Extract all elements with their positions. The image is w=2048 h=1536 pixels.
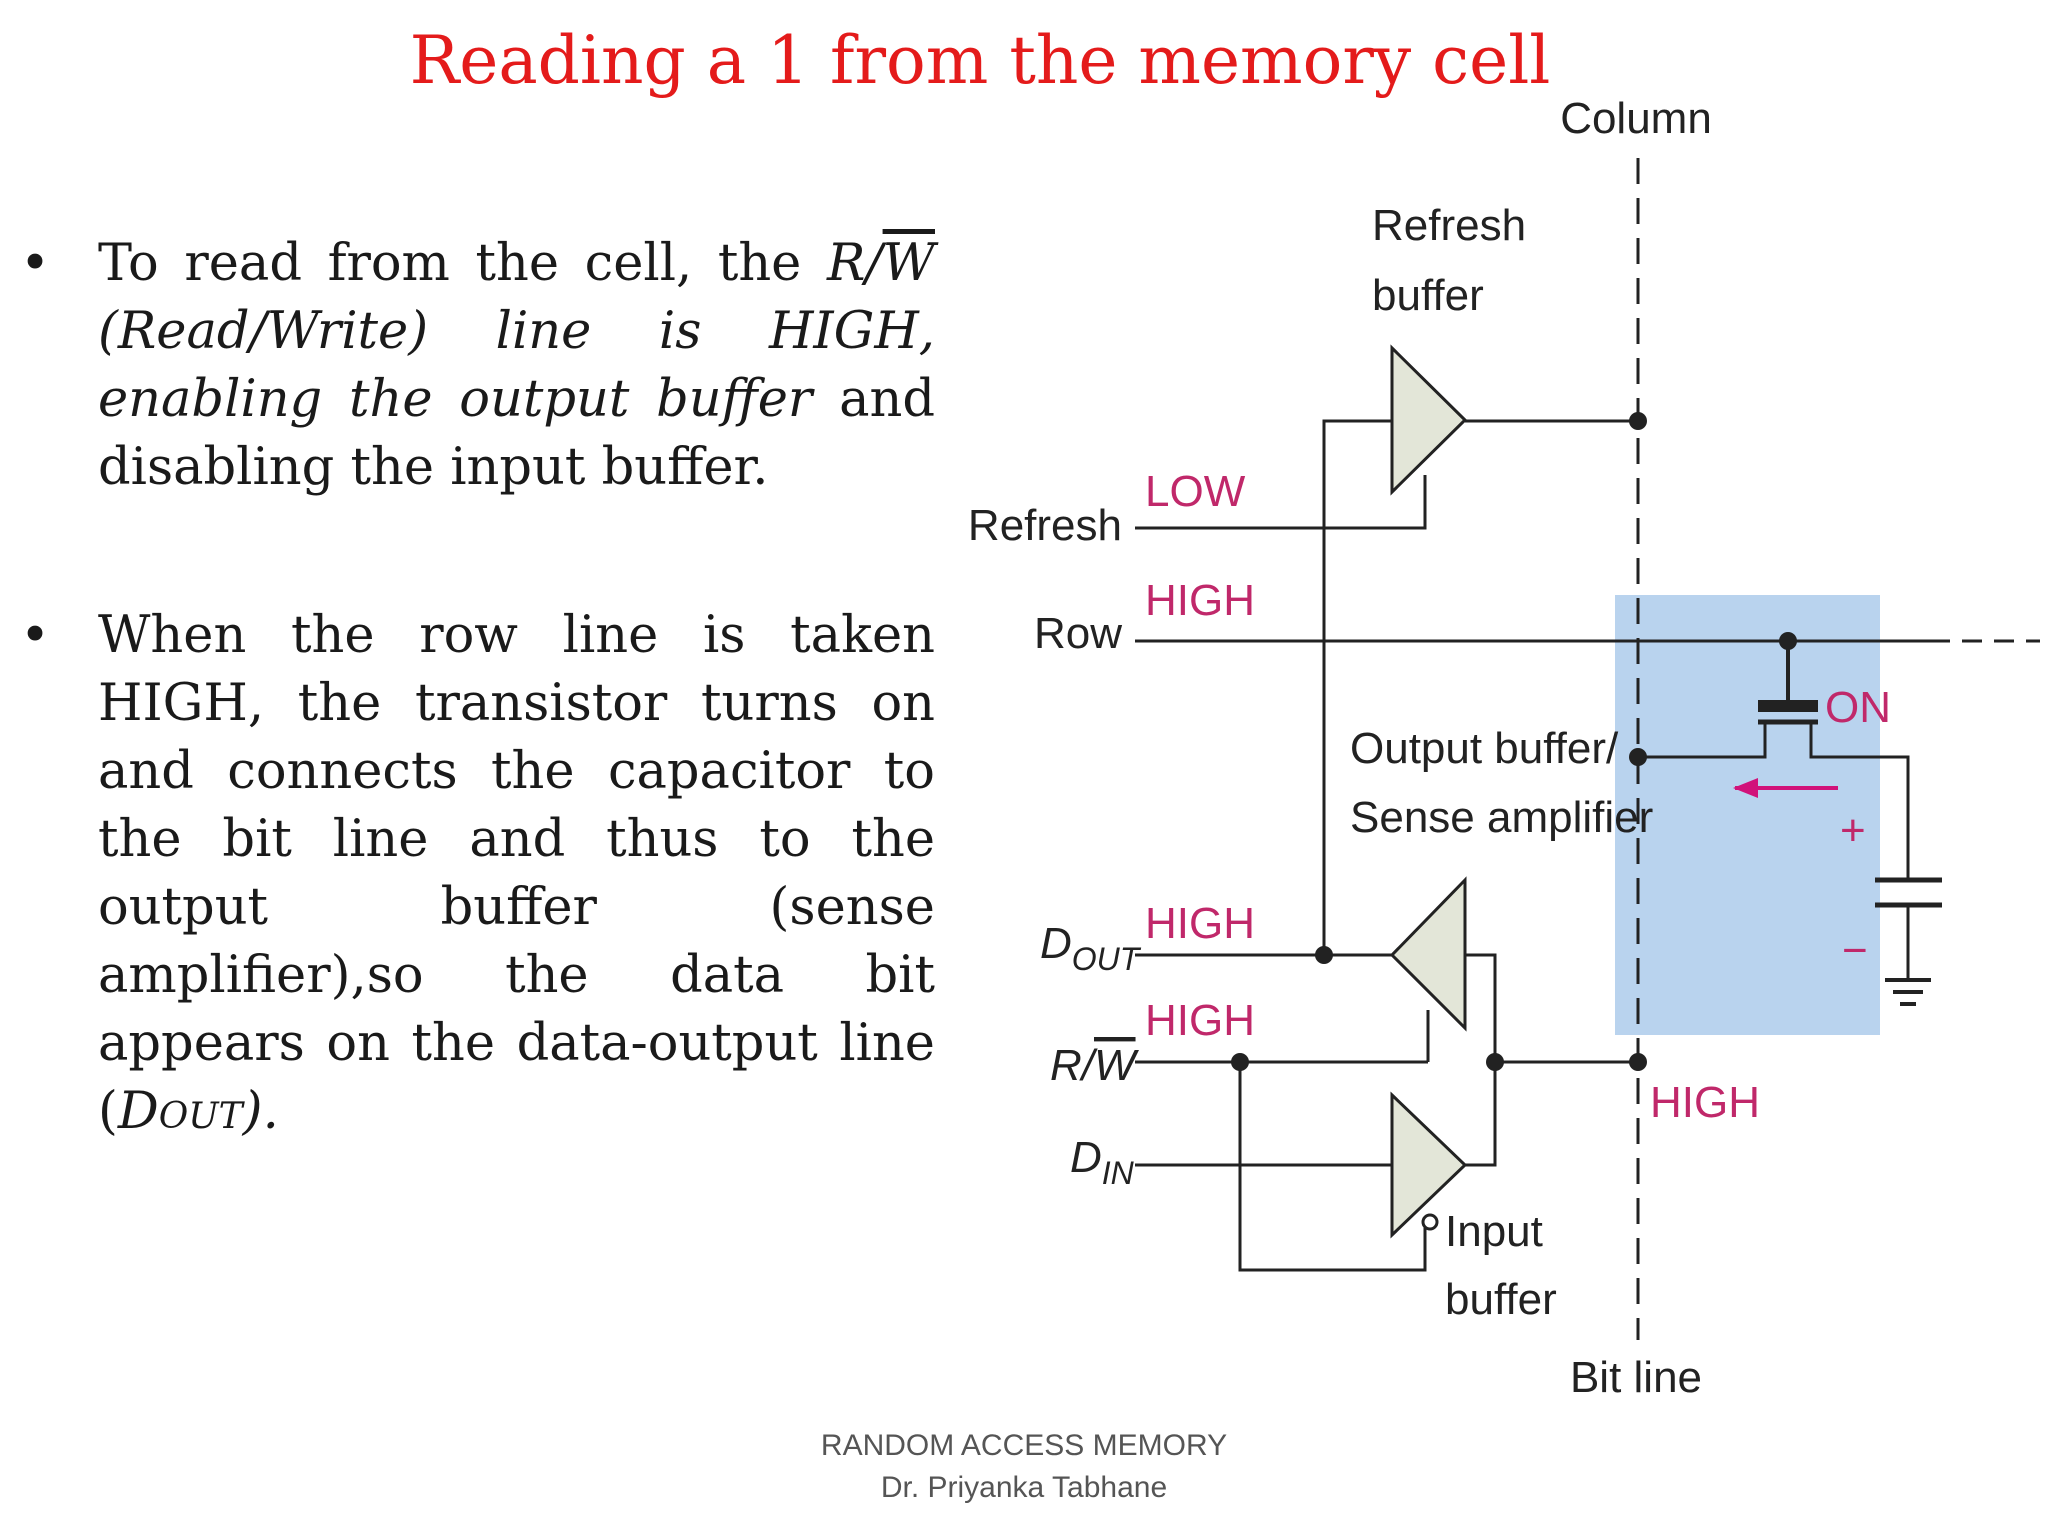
inverter-bubble-icon — [1421, 1213, 1439, 1231]
din-d: D — [1070, 1133, 1102, 1182]
junction-dot — [1779, 632, 1797, 650]
rw-w-text: W — [882, 234, 935, 293]
dout-state: HIGH — [1145, 899, 1255, 948]
input-buffer-label: buffer — [1445, 1275, 1557, 1324]
slide-title: Reading a 1 from the memory cell — [409, 22, 1551, 99]
bullet-dot-icon: • — [20, 234, 51, 293]
refresh-label: Refresh — [968, 501, 1122, 550]
output-buffer-label: Sense amplifier — [1350, 793, 1653, 842]
junction-dot — [1629, 748, 1647, 766]
refresh-buffer-triangle — [1390, 344, 1468, 496]
column-label: Column — [1560, 94, 1712, 143]
cell-highlight — [1615, 595, 1880, 1035]
cap-minus: − — [1842, 926, 1868, 975]
din-sub: IN — [1102, 1155, 1135, 1191]
output-in-wire — [1465, 953, 1638, 1064]
refresh-in-wire — [1322, 419, 1392, 955]
refresh-buffer-label: buffer — [1372, 271, 1484, 320]
dout-d: D — [1040, 919, 1072, 968]
junction-dot — [1629, 412, 1647, 430]
bullet-text: and disabling the input buffer. — [98, 370, 935, 497]
bullet-text: To read from the cell, the — [98, 234, 827, 293]
dout-d-text: D — [117, 1082, 159, 1141]
dout-label: DOUT — [1040, 919, 1142, 977]
rw-r: R/ — [1050, 1041, 1098, 1090]
cap-plus: + — [1840, 806, 1866, 855]
dout-sub-text: OUT — [158, 1096, 243, 1137]
refresh-enable-wire — [1135, 475, 1427, 530]
bullet-text: ). — [242, 1082, 279, 1141]
rw-state: HIGH — [1145, 996, 1255, 1045]
row-state: HIGH — [1145, 576, 1255, 625]
footer-line: Dr. Priyanka Tabhane — [880, 1471, 1168, 1504]
output-buffer-label: Output buffer/ — [1350, 724, 1619, 773]
transistor-state: ON — [1825, 683, 1891, 732]
junction-dot — [1629, 1053, 1647, 1071]
source-wire — [1809, 722, 1910, 880]
input-out-wire — [1465, 1062, 1497, 1167]
bullet-text-italic: (Read/Write) line is HIGH, enabling the … — [98, 302, 935, 429]
dout-sub: OUT — [1072, 941, 1142, 977]
junction-dot — [1315, 946, 1333, 964]
transistor-gate — [1758, 700, 1818, 712]
footer-line: RANDOM ACCESS MEMORY — [820, 1429, 1228, 1462]
slide-footer: RANDOM ACCESS MEMORY Dr. Priyanka Tabhan… — [0, 1425, 2048, 1509]
bullet-dot-icon: • — [20, 606, 51, 665]
row-label: Row — [1034, 609, 1122, 658]
refresh-state: LOW — [1145, 467, 1246, 516]
bullet-list: • To read from the cell, the R/W (Read/W… — [20, 230, 935, 1251]
bitline-state: HIGH — [1650, 1078, 1760, 1127]
output-buffer-triangle — [1389, 876, 1467, 1032]
junction-dot — [1486, 1053, 1504, 1071]
rw-label: R/W — [1050, 1041, 1139, 1090]
din-label: DIN — [1070, 1133, 1135, 1191]
drain-wire — [1638, 722, 1767, 759]
junction-dot — [1231, 1053, 1249, 1071]
bullet-text: When the row line is taken HIGH, the tra… — [98, 606, 935, 1141]
arrow-left-icon — [1733, 778, 1758, 798]
rw-r-text: R/ — [826, 234, 883, 293]
bullet-item: • When the row line is taken HIGH, the t… — [20, 602, 935, 1151]
bit-line-label: Bit line — [1570, 1353, 1702, 1402]
refresh-buffer-label: Refresh — [1372, 201, 1526, 250]
bullet-item: • To read from the cell, the R/W (Read/W… — [20, 230, 935, 502]
rw-w: W — [1094, 1041, 1139, 1090]
input-buffer-label: Input — [1445, 1207, 1543, 1256]
